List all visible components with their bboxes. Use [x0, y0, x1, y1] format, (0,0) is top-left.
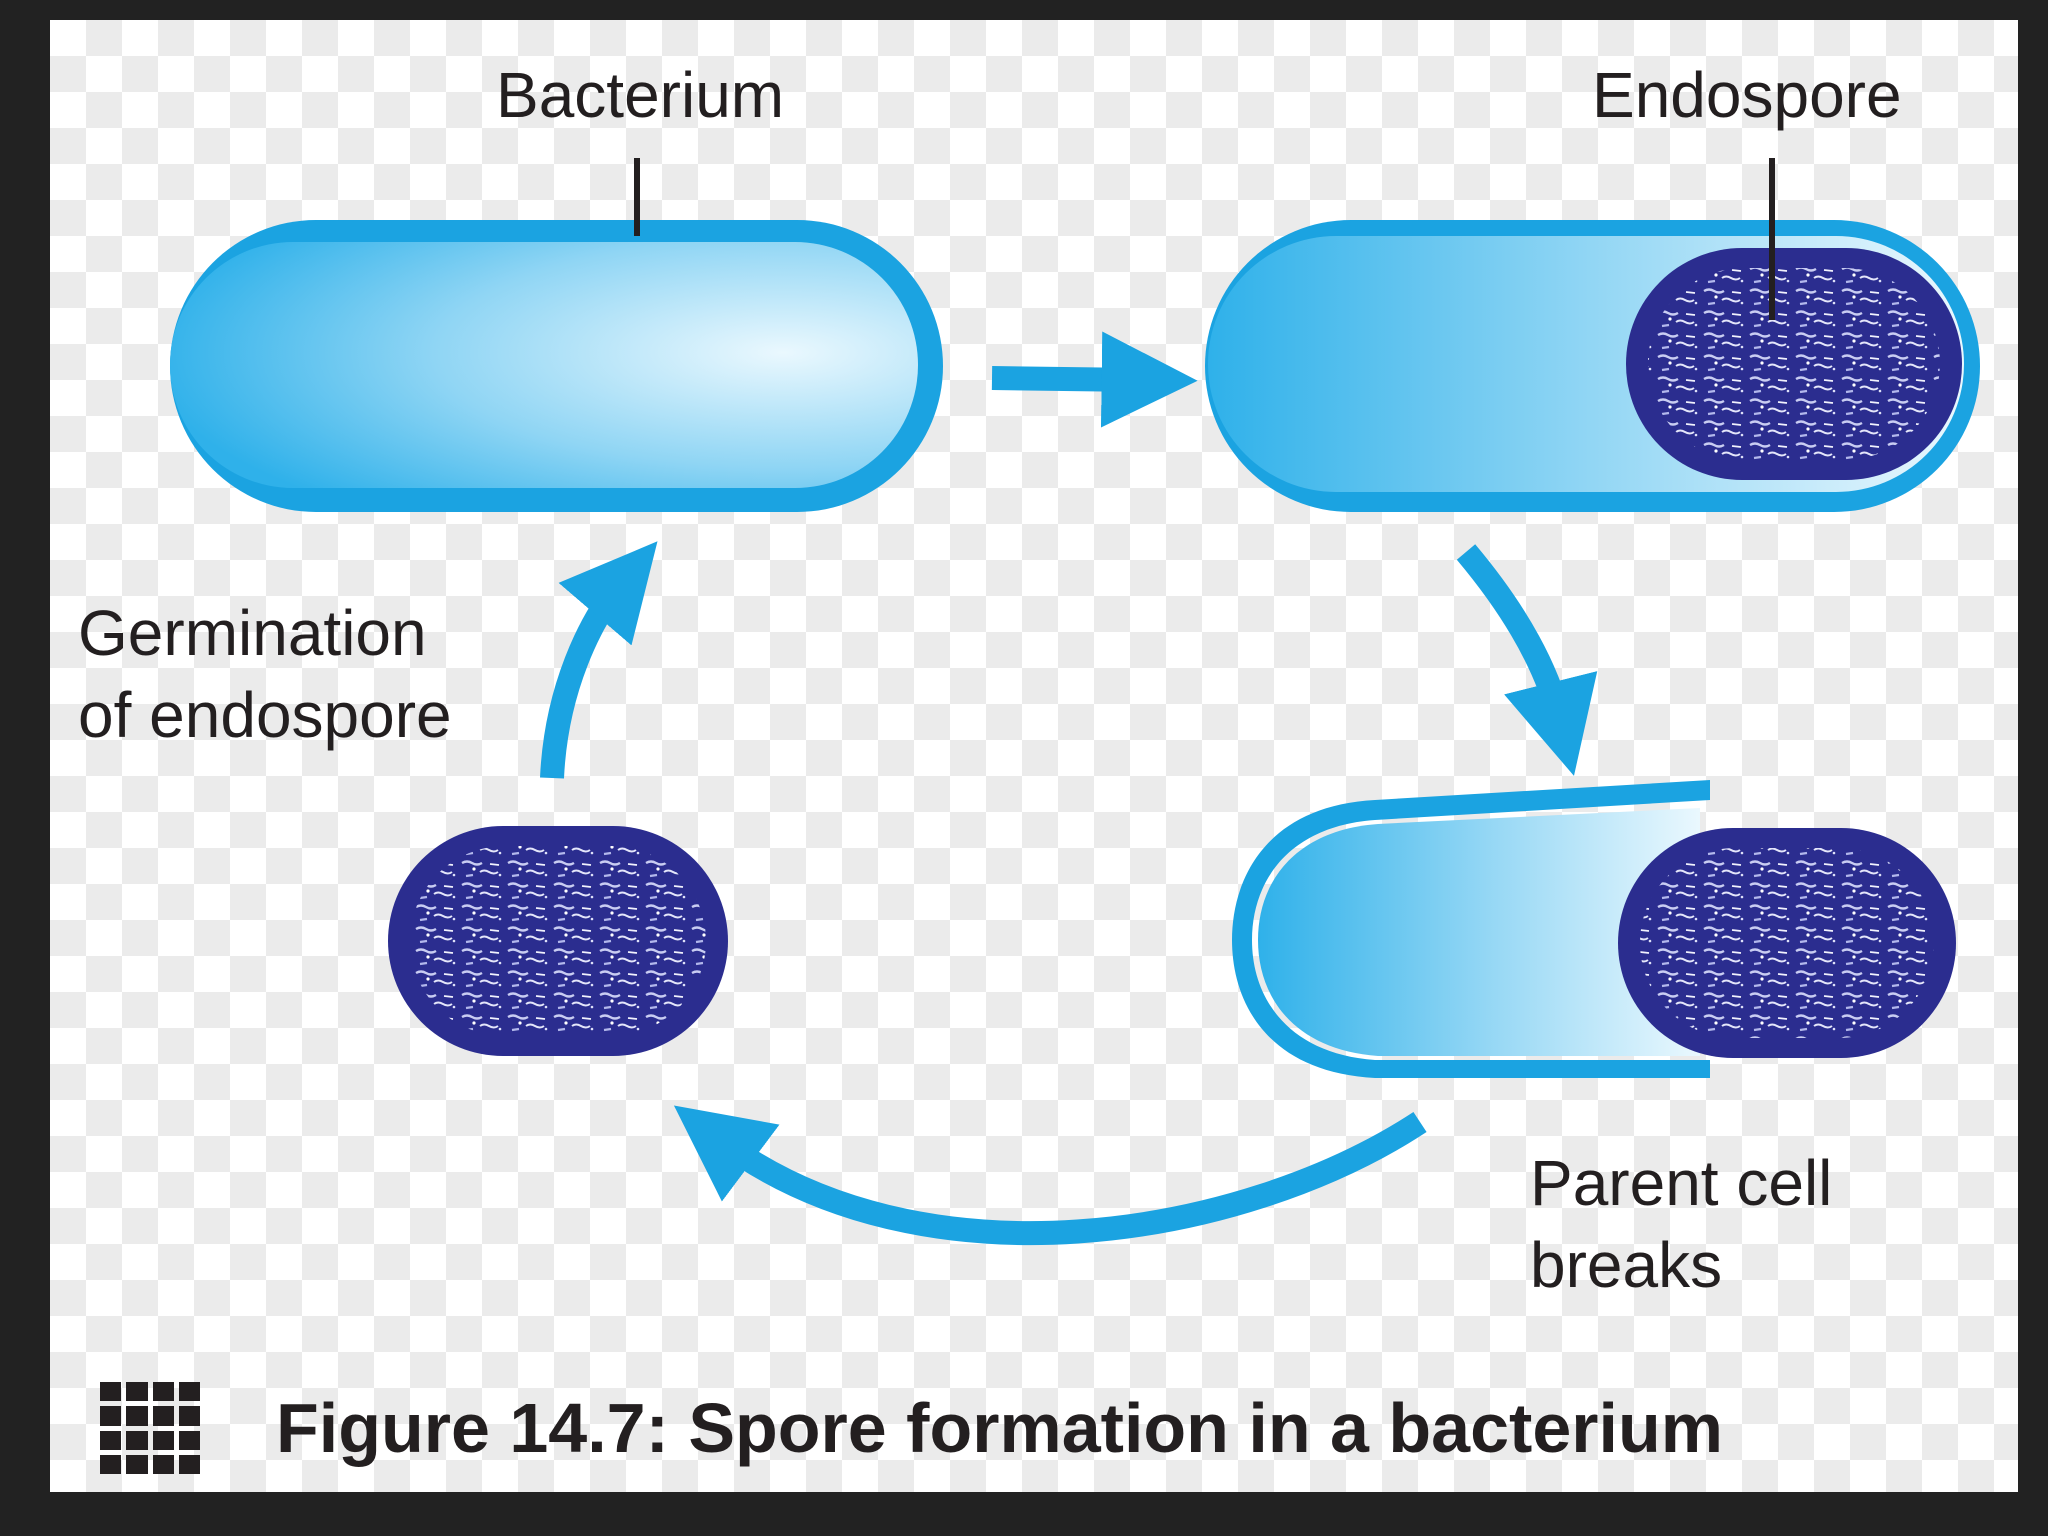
arrow-to-endospore-stage	[991, 331, 1198, 428]
bacterium-cell	[170, 220, 943, 512]
endospore-label: Endospore	[1592, 59, 1902, 131]
cell-with-endospore	[1205, 220, 1980, 512]
arrow-to-parent-breaks	[1456, 544, 1598, 776]
figure-caption: Figure 14.7: Spore formation in a bacter…	[276, 1389, 1723, 1467]
free-endospore	[388, 826, 728, 1056]
bacterium-label: Bacterium	[496, 59, 785, 131]
germination-label-line1: Germination	[78, 597, 427, 669]
broken-parent-cell	[1232, 780, 1956, 1078]
arrow-to-free-spore	[673, 1105, 1427, 1246]
grid-icon	[100, 1382, 200, 1474]
germination-label-line2: of endospore	[78, 679, 452, 751]
parent-cell-label-line2: breaks	[1530, 1229, 1723, 1301]
arrow-germination	[540, 541, 658, 779]
parent-cell-label-line1: Parent cell	[1530, 1147, 1833, 1219]
